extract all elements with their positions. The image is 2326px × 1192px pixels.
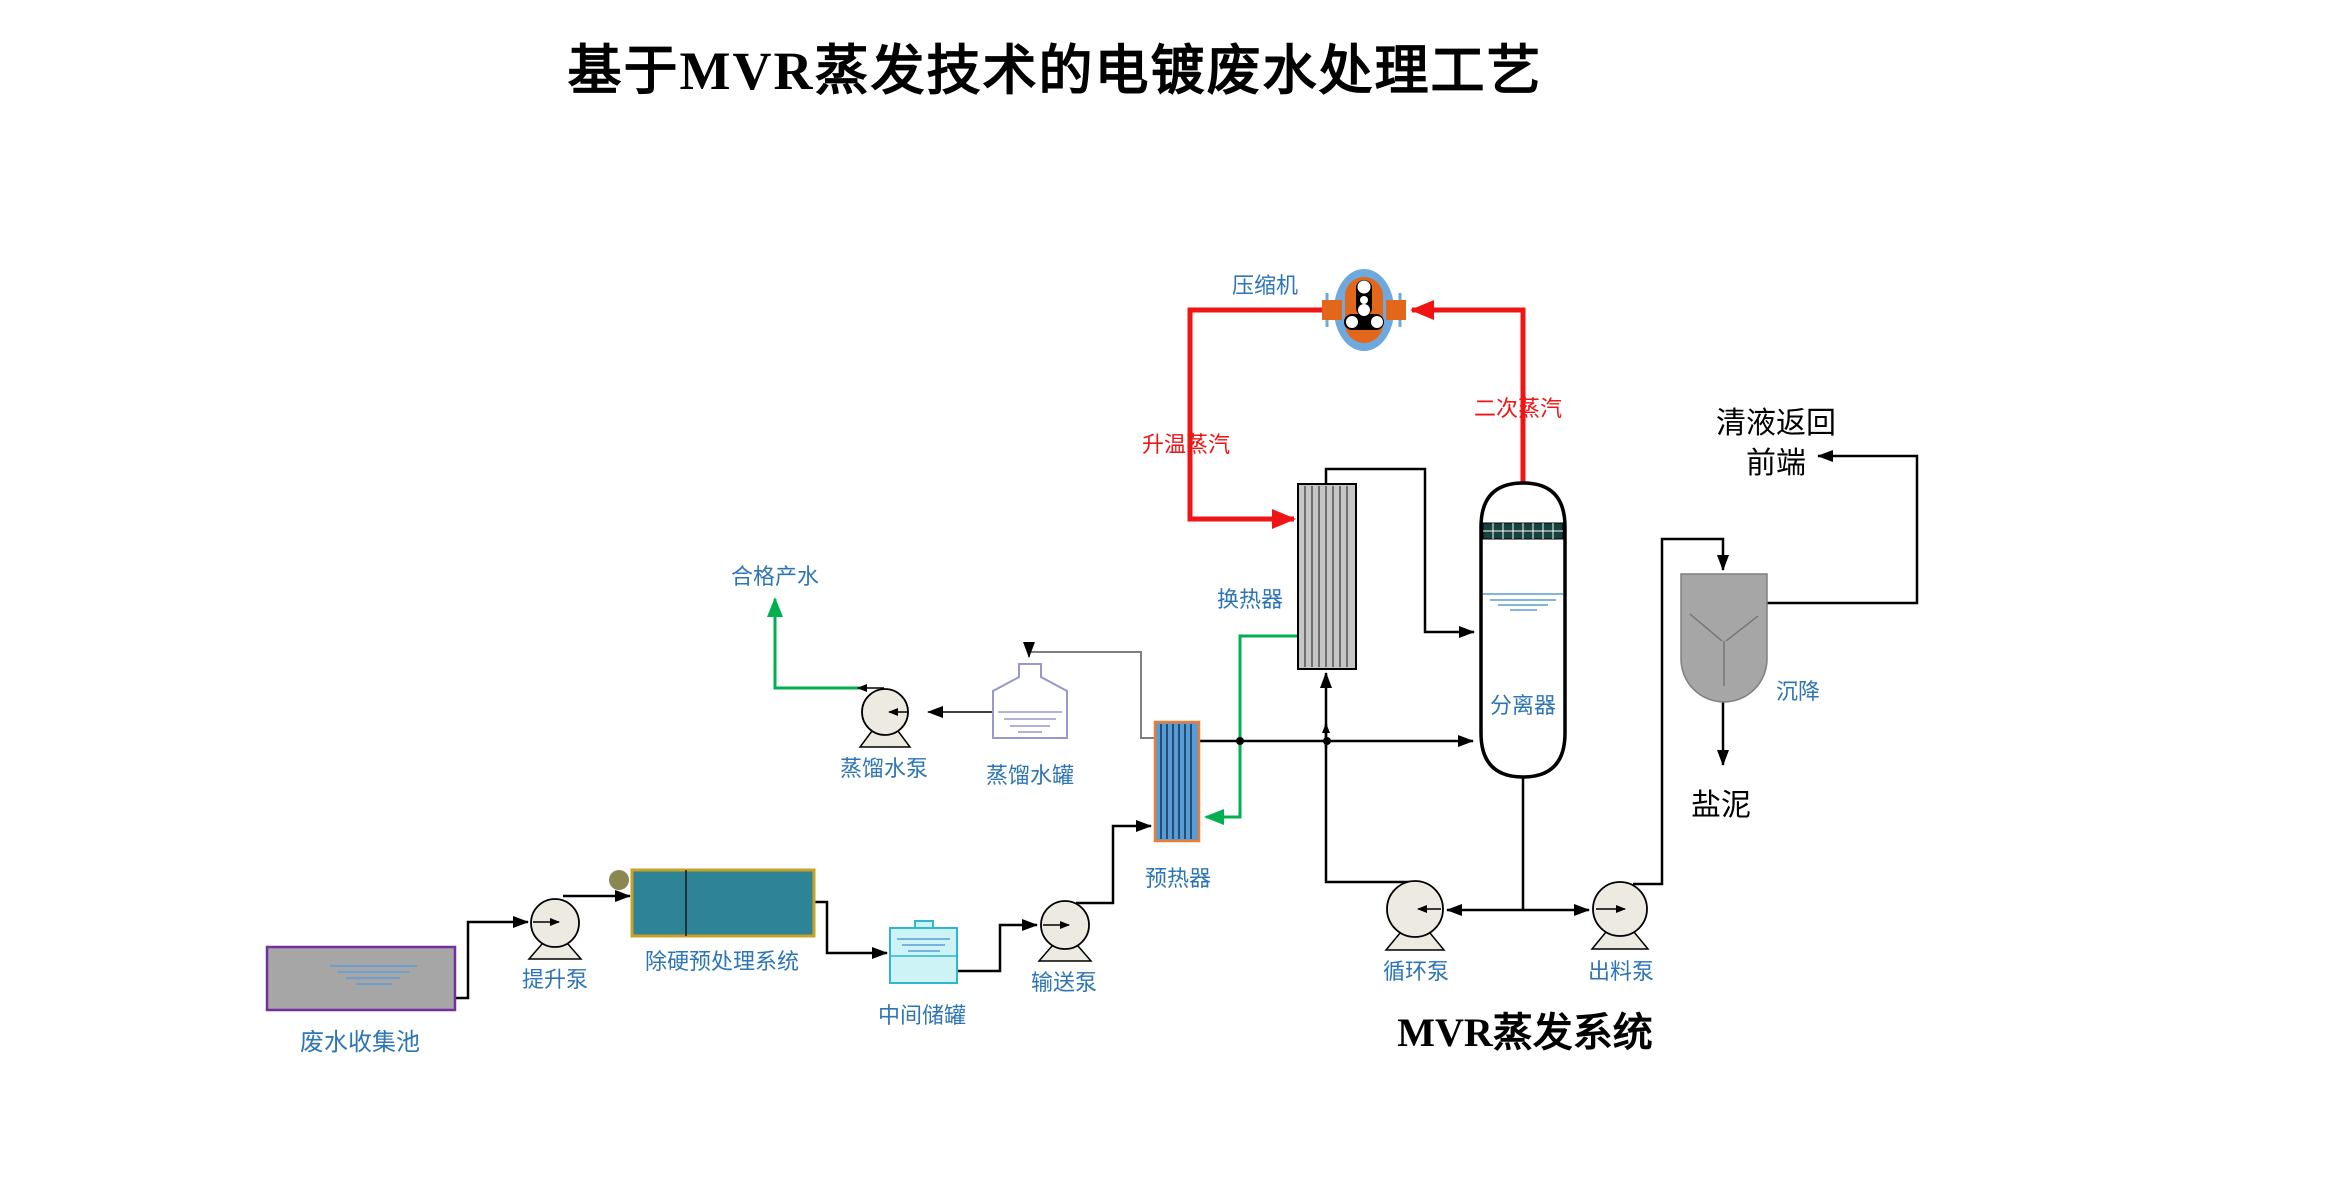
pretreatment-dot — [609, 870, 629, 890]
diagram-title: 基于MVR蒸发技术的电镀废水处理工艺 — [567, 41, 1543, 101]
pipe-intermediate-tank-to-transfer-pump — [957, 919, 1038, 973]
pipe-transfer-pump-to-preheater — [1076, 820, 1152, 905]
distilled-water-pump-label: 蒸馏水泵 — [840, 756, 929, 781]
clear-liquid-return-label-line2: 前端 — [1746, 447, 1806, 480]
distilled-water-tank-symbol — [992, 663, 1068, 739]
heat-exchanger-label: 换热器 — [1217, 587, 1284, 612]
discharge-pump-label: 出料泵 — [1588, 959, 1655, 984]
compressor-symbol — [1322, 269, 1406, 351]
preheater-symbol — [1153, 720, 1201, 843]
salt-mud-label: 盐泥 — [1691, 789, 1751, 822]
qualified-product-water-label: 合格产水 — [731, 564, 820, 589]
intermediate-storage-tank-symbol — [889, 920, 958, 984]
mvr-system-label: MVR蒸发系统 — [1397, 1010, 1653, 1055]
junction-dot — [1323, 737, 1331, 745]
pipe-settler-to-clear-liquid-return — [1767, 450, 1919, 605]
junction-dot — [1236, 737, 1244, 745]
green-line-product-water-out — [767, 597, 884, 692]
pipe-discharge-pump-to-settler — [1633, 537, 1729, 886]
settler-symbol — [1680, 573, 1768, 703]
pipe-preheater-to-distilled-water-tank — [1023, 642, 1157, 739]
pipe-pool-to-lift-pump — [455, 916, 529, 1000]
distilled-water-pump-symbol — [858, 688, 912, 748]
transfer-pump-symbol — [1037, 900, 1093, 962]
secondary-steam-label: 二次蒸汽 — [1474, 396, 1563, 421]
lift-pump-symbol — [527, 898, 583, 960]
circulation-pump-label: 循环泵 — [1383, 959, 1450, 984]
pipe-heat-exchanger-to-separator-top — [1324, 467, 1475, 638]
wastewater-collection-pool-symbol — [265, 945, 457, 1012]
pretreatment-system-symbol — [609, 868, 816, 938]
lift-pump-label: 提升泵 — [522, 967, 589, 992]
settling-label: 沉降 — [1776, 679, 1821, 704]
pipe-separator-bottom-to-pumps — [1446, 777, 1590, 916]
heated-steam-label: 升温蒸汽 — [1142, 432, 1231, 457]
transfer-pump-label: 输送泵 — [1031, 970, 1098, 995]
pipe-pretreatment-to-intermediate-tank — [814, 900, 888, 959]
circulation-pump-symbol — [1384, 880, 1446, 951]
pipe-circulation-to-heat-exchanger — [1320, 672, 1410, 884]
green-line-hx-to-preheater — [1204, 634, 1298, 825]
intermediate-storage-tank-label: 中间储罐 — [878, 1003, 967, 1028]
compressor-label: 压缩机 — [1232, 273, 1299, 298]
red-line-heated-steam — [1187, 307, 1323, 529]
heat-exchanger-symbol — [1297, 483, 1357, 670]
distilled-water-tank-label: 蒸馏水罐 — [986, 763, 1075, 788]
red-line-secondary-steam — [1410, 300, 1526, 483]
preheater-label: 预热器 — [1145, 866, 1212, 891]
discharge-pump-symbol — [1590, 881, 1650, 950]
separator-symbol — [1479, 481, 1567, 779]
clear-liquid-return-label-line1: 清液返回 — [1716, 407, 1836, 440]
separator-label: 分离器 — [1490, 693, 1557, 718]
pretreatment-system-label: 除硬预处理系统 — [645, 949, 800, 974]
wastewater-collection-pool-label: 废水收集池 — [300, 1030, 420, 1056]
